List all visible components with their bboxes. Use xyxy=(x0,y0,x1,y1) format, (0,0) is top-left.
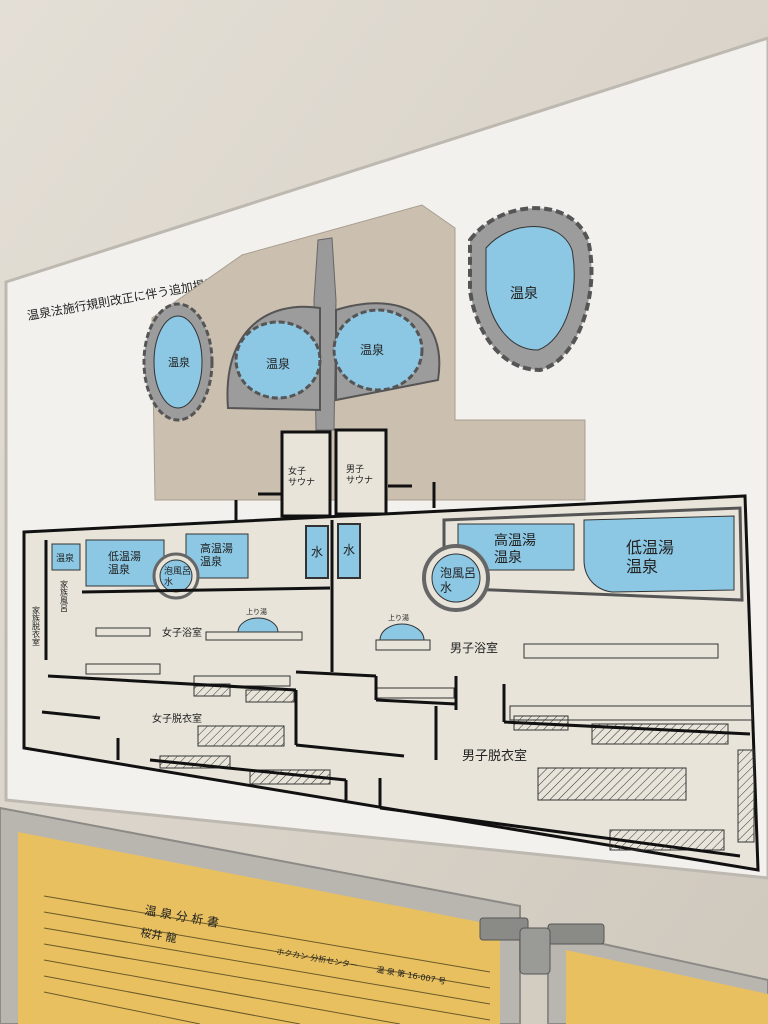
water-tub-left: 水 xyxy=(305,525,329,579)
onsen-top-left-pool: 温泉 xyxy=(142,302,214,422)
onsen-top-left-label: 温泉 xyxy=(168,355,190,369)
women-changing-label: 女子脱衣室 xyxy=(152,712,202,725)
agariyu-left: 上り湯 xyxy=(237,607,279,633)
men-bath-label: 男子浴室 xyxy=(450,640,498,655)
men-sauna-label: 男子サウナ xyxy=(346,464,373,486)
agariyu-right-label: 上り湯 xyxy=(388,613,409,622)
men-low-label: 低温湯温泉 xyxy=(626,538,674,576)
men-bubble-label: 泡風呂水 xyxy=(440,566,476,594)
women-high-label: 高温湯温泉 xyxy=(200,541,233,568)
women-low-temp-pool: 低温湯温泉 xyxy=(85,539,165,587)
applicant-name: 桜井 龍 xyxy=(139,925,177,945)
men-bubble-pool: 泡風呂水 xyxy=(422,544,490,612)
onsen-center-left-label: 温泉 xyxy=(266,357,290,371)
onsen-center-right-pool: 温泉 xyxy=(332,302,441,402)
water-left-label: 水 xyxy=(311,545,323,559)
onsen-center-left-pool: 温泉 xyxy=(226,305,322,412)
women-bubble-label: 泡風呂水 xyxy=(164,565,191,588)
women-bath-label: 女子浴室 xyxy=(162,626,202,639)
water-tub-right: 水 xyxy=(337,523,361,579)
agariyu-left-label: 上り湯 xyxy=(246,607,267,616)
onsen-top-right-pool: 温泉 xyxy=(468,206,594,373)
men-showers xyxy=(375,639,753,721)
water-right-label: 水 xyxy=(343,543,355,557)
men-high-temp-pool: 高温湯温泉 xyxy=(457,523,575,571)
board-clip xyxy=(479,917,605,975)
interior-walls xyxy=(41,482,751,858)
women-sauna-label: 女子サウナ xyxy=(288,465,315,488)
onsen-top-right-label: 温泉 xyxy=(510,285,538,302)
women-sauna: 女子サウナ xyxy=(280,430,332,518)
men-changing-label: 男子脱衣室 xyxy=(462,748,527,764)
family-changing-label: 家族脱衣室 xyxy=(32,605,41,646)
women-low-label: 低温湯温泉 xyxy=(108,550,141,576)
family-bath-label: 温泉 xyxy=(56,552,74,564)
women-bubble-pool: 泡風呂水 xyxy=(152,552,200,600)
men-low-temp-pool: 低温湯温泉 xyxy=(583,515,735,593)
men-sauna: 男子サウナ xyxy=(334,428,388,516)
analysis-board xyxy=(18,832,500,1024)
board-rule-lines xyxy=(43,895,491,1024)
family-bath-area: 温泉 家族風呂 家族脱衣室 xyxy=(32,540,81,660)
agariyu-right: 上り湯 xyxy=(379,613,425,641)
family-bath-room-label: 家族風呂 xyxy=(60,579,69,613)
men-high-label: 高温湯温泉 xyxy=(494,532,536,566)
onsen-center-right-label: 温泉 xyxy=(360,343,384,357)
second-board xyxy=(566,950,768,1024)
